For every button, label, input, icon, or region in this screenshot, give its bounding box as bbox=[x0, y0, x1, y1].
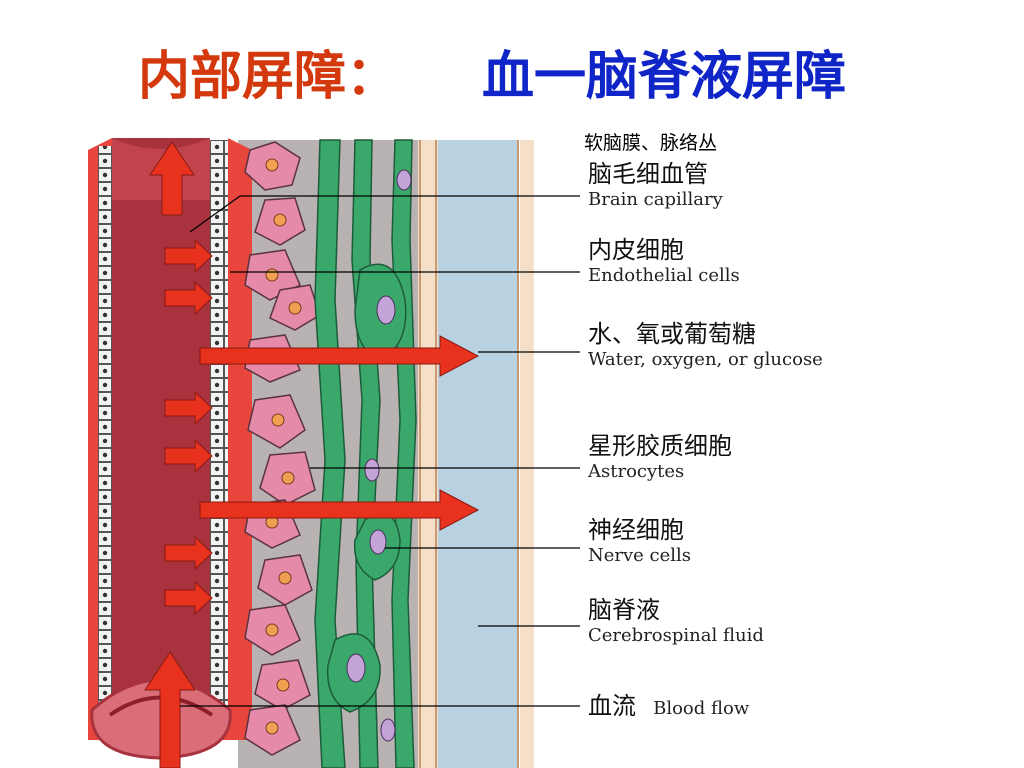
blood-flow-arrows bbox=[144, 141, 196, 768]
label-nerve-cells: 神经细胞 Nerve cells bbox=[588, 516, 691, 568]
blood-flow-up-arrow bbox=[144, 651, 196, 768]
label-brain-capillary: 脑毛细血管 Brain capillary bbox=[588, 160, 723, 212]
blood-flow-top-arrow bbox=[149, 141, 195, 216]
label-en: Blood flow bbox=[653, 698, 750, 719]
transport-arrow-lower bbox=[199, 489, 480, 531]
label-astrocytes: 星形胶质细胞 Astrocytes bbox=[588, 432, 732, 484]
top-note: 软脑膜、脉络丛 bbox=[584, 132, 718, 154]
slide-title: 内部屏障： 血一脑脊液屏障 bbox=[0, 34, 1024, 107]
csf-region bbox=[438, 140, 518, 768]
label-cn: 神经细胞 bbox=[588, 516, 684, 544]
label-en: Brain capillary bbox=[588, 189, 723, 210]
label-endothelial-cells: 内皮细胞 Endothelial cells bbox=[588, 236, 740, 288]
label-en: Cerebrospinal fluid bbox=[588, 625, 764, 646]
label-cn: 脑脊液 bbox=[588, 596, 660, 624]
label-cerebrospinal-fluid: 脑脊液 Cerebrospinal fluid bbox=[588, 596, 764, 648]
label-cn: 水、氧或葡萄糖 bbox=[588, 320, 756, 348]
outward-arrows bbox=[164, 238, 213, 616]
leader-lines bbox=[180, 195, 580, 707]
nerve-cells bbox=[314, 139, 417, 768]
label-en: Endothelial cells bbox=[588, 265, 740, 286]
water-oxygen-glucose-arrow bbox=[199, 335, 480, 377]
label-water-oxygen-glucose: 水、氧或葡萄糖 Water, oxygen, or glucose bbox=[588, 320, 823, 372]
label-cn: 星形胶质细胞 bbox=[588, 432, 732, 460]
label-cn: 脑毛细血管 bbox=[588, 160, 708, 188]
pia-layer bbox=[418, 140, 438, 768]
title-prefix: 内部屏障： bbox=[138, 46, 399, 107]
label-en: Water, oxygen, or glucose bbox=[588, 349, 823, 370]
label-cn: 内皮细胞 bbox=[588, 236, 684, 264]
transport-arrows bbox=[199, 335, 480, 531]
brain-capillary bbox=[88, 138, 252, 760]
label-blood-flow: 血流 Blood flow bbox=[588, 686, 749, 721]
label-cn: 血流 bbox=[588, 692, 636, 720]
label-en: Astrocytes bbox=[588, 461, 685, 482]
title-main: 血一脑脊液屏障 bbox=[482, 46, 847, 107]
label-en: Nerve cells bbox=[588, 545, 692, 566]
